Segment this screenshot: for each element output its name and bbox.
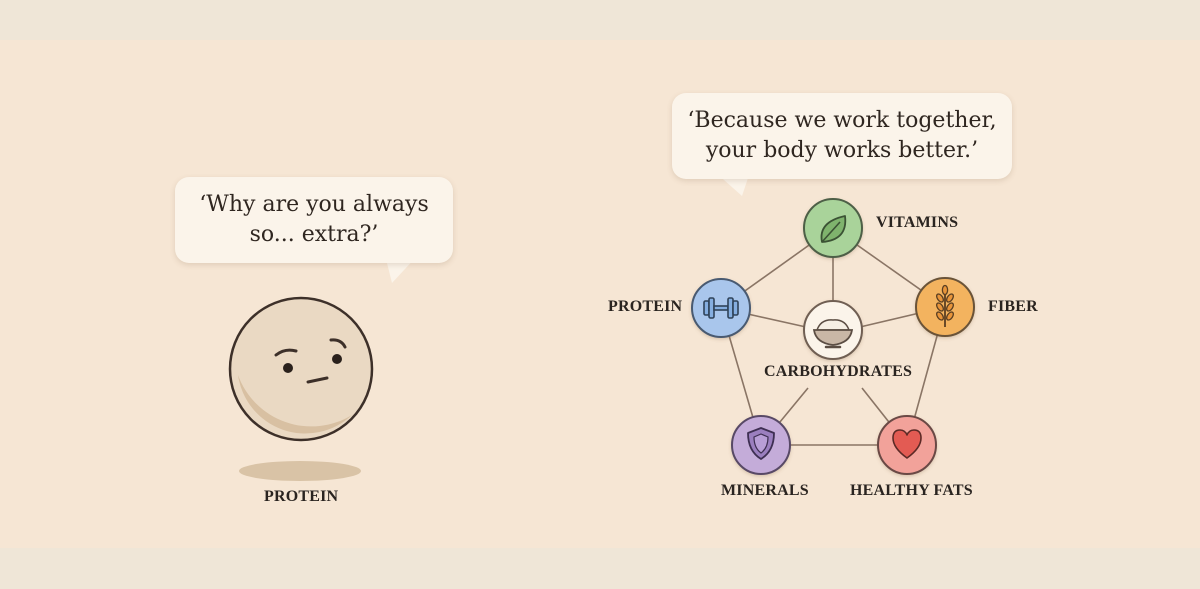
left-eyebrow [274, 348, 298, 357]
wheat-icon [936, 284, 954, 327]
top-band [0, 0, 1200, 40]
right-eyebrow [329, 338, 347, 349]
label-vitamins: VITAMINS [876, 214, 959, 231]
mouth [306, 376, 329, 384]
right-bubble-line-2: your body works better.’ [705, 138, 979, 163]
character-shadow [239, 461, 361, 481]
node-carbohydrates [803, 300, 863, 360]
right-eye [332, 354, 342, 364]
heart-icon [892, 429, 922, 459]
shield-icon [747, 427, 775, 460]
leaf-icon [820, 215, 847, 243]
dumbbell-icon [703, 297, 739, 319]
label-protein: PROTEIN [608, 298, 683, 315]
protein-character [228, 296, 374, 481]
node-healthy-fats [877, 415, 937, 475]
left-speech-bubble: ‘Why are you always so... extra?’ [175, 177, 453, 263]
character-label: PROTEIN [264, 488, 339, 505]
node-vitamins [803, 198, 863, 258]
character-shading [238, 375, 352, 434]
node-fiber [915, 277, 975, 337]
rice-bowl-icon [812, 319, 854, 349]
label-minerals: MINERALS [721, 482, 809, 499]
left-bubble-line-2: so... extra?’ [249, 222, 379, 247]
right-bubble-line-1: ‘Because we work together, [687, 108, 997, 133]
node-protein [691, 278, 751, 338]
character-body [228, 296, 374, 442]
left-eye [283, 363, 293, 373]
label-fiber: FIBER [988, 298, 1038, 315]
label-healthy-fats: HEALTHY FATS [850, 482, 973, 499]
left-bubble-line-1: ‘Why are you always [199, 192, 429, 217]
right-speech-bubble: ‘Because we work together, your body wor… [672, 93, 1012, 179]
label-carbohydrates: CARBOHYDRATES [764, 363, 913, 380]
bottom-band [0, 548, 1200, 589]
node-minerals [731, 415, 791, 475]
